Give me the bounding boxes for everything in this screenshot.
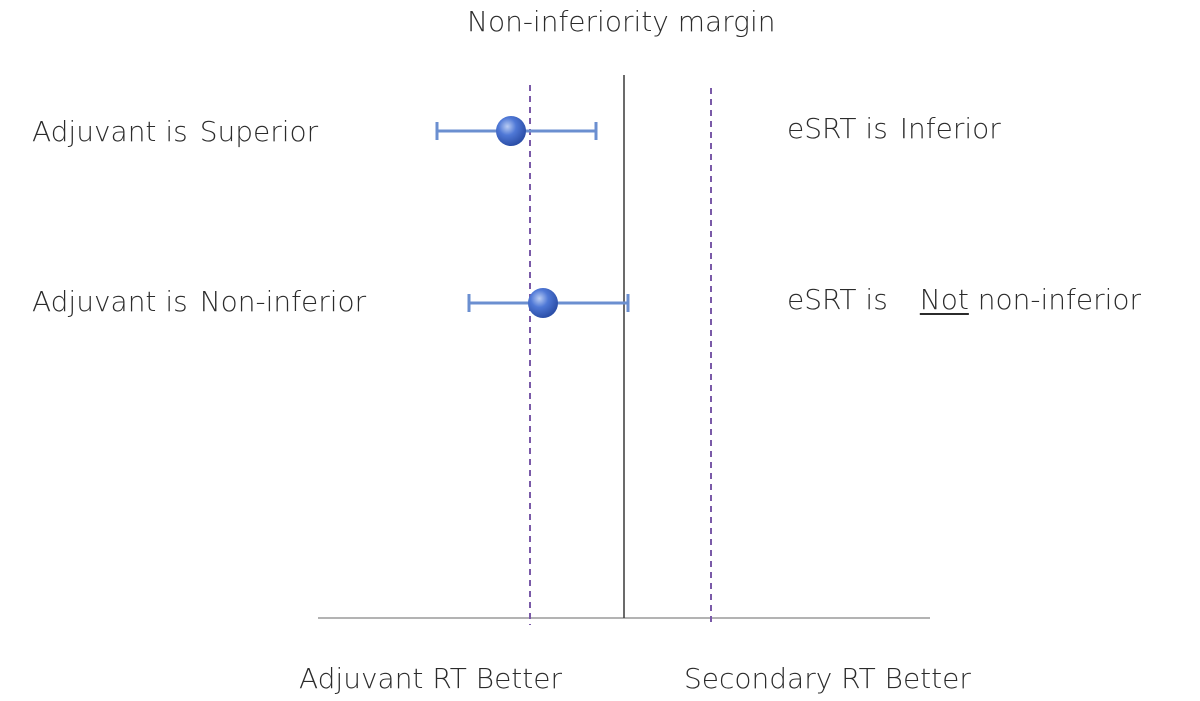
row1-right-word: Inferior [899, 112, 1001, 145]
row2-left-label: Adjuvant is Non-inferior [32, 288, 366, 316]
row2-point-estimate-icon [528, 288, 558, 318]
row1-right-label: eSRT is Inferior [787, 115, 1001, 143]
x-label-adjuvant-better: Adjuvant RT Better [299, 662, 562, 695]
row1-point-estimate-icon [496, 116, 526, 146]
row2-right-emphasis: Not [919, 283, 969, 316]
row1-left-word: Superior [199, 115, 319, 148]
row2-right-prefix: eSRT is [787, 283, 888, 316]
row1-right-prefix: eSRT is [787, 112, 888, 145]
row2-right-word: non-inferior [977, 283, 1142, 316]
diagram-title: Non-inferiority margin [467, 5, 776, 38]
row2-left-prefix: Adjuvant is [32, 285, 188, 318]
row2-left-word: Non-inferior [199, 285, 367, 318]
row2-right-label: eSRT is Not non-inferior [787, 286, 1141, 314]
row1-left-label: Adjuvant is Superior [32, 118, 318, 146]
x-label-secondary-better: Secondary RT Better [684, 662, 971, 695]
row1-left-prefix: Adjuvant is [32, 115, 188, 148]
